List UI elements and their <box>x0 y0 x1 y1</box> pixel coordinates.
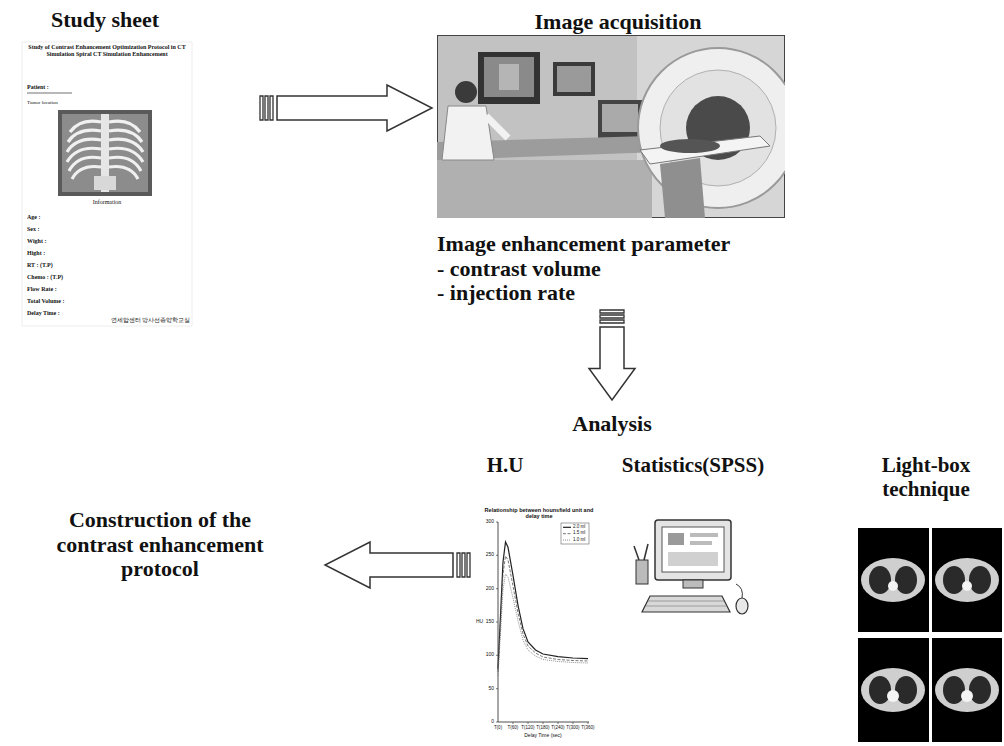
sheet-field: Delay Time : <box>27 310 127 317</box>
node-heading: H.U <box>475 454 535 478</box>
tick-label: 100 <box>472 652 494 658</box>
tick-label: T(300) <box>565 725 581 730</box>
sheet-field: RT : (T.P) <box>27 262 127 269</box>
tick-label: 50 <box>472 686 494 692</box>
arrow-stripe <box>265 96 268 120</box>
parameter-heading: Image enhancement parameter <box>437 232 804 257</box>
node-heading: Analysis <box>470 412 754 437</box>
legend-text: 2.0 ml <box>573 525 585 530</box>
tick-label: 150 <box>472 619 494 625</box>
legend-sample <box>563 533 571 534</box>
sheet-field: Hight : <box>27 250 127 257</box>
sheet-footer: 연세암센터 방사선종양학교실 <box>96 317 190 323</box>
hu-analysis: H.U <box>475 452 600 746</box>
protocol-result: Construction of the contrast enhancement… <box>20 500 325 600</box>
sheet-field: Total Volume : <box>27 298 127 305</box>
block-arrow <box>589 310 635 400</box>
tick-label: 0 <box>472 719 494 725</box>
sheet-field: Wight : <box>27 238 127 245</box>
arrow-stripe <box>457 553 460 577</box>
analysis-group: AnalysisH.U Statistics(SPSS) Light-box tec… <box>470 400 1004 746</box>
hu-chart <box>496 522 589 724</box>
parameter-item: - injection rate <box>437 281 804 306</box>
axis-title: Delay Time (sec) <box>498 733 588 739</box>
arrow-stripe <box>600 315 624 318</box>
tick-label: 250 <box>472 552 494 558</box>
axis-title: HU <box>476 619 485 625</box>
group-heading: Image acquisition <box>432 10 804 35</box>
statistics-analysis: Statistics(SPSS) <box>608 452 780 632</box>
sheet-field: Sex : <box>27 226 127 233</box>
legend-sample <box>563 540 571 541</box>
node-heading: Construction of the contrast enhancement… <box>40 508 280 582</box>
legend-text: 1.5 ml <box>573 531 585 536</box>
node-heading: Study sheet <box>10 8 200 33</box>
ct-slice-images <box>858 528 1002 742</box>
image-acquisition-group: Image acquisitionImage enhancement param… <box>432 4 806 310</box>
sheet-field: Tumor location <box>27 100 107 106</box>
computer-picture <box>634 520 748 614</box>
legend-text: 1.0 ml <box>573 538 585 543</box>
sheet-field: Age : <box>27 214 127 221</box>
node-heading: Light-box technique <box>851 454 1001 501</box>
tick-label: 200 <box>472 586 494 592</box>
rib-cage-picture <box>58 110 152 196</box>
tick-label: 300 <box>472 519 494 525</box>
arrow-stripe <box>467 553 470 577</box>
chart-title: Relationship between hounsfield unit and… <box>477 507 601 520</box>
block-arrow <box>260 85 432 131</box>
sheet-field: Patient : <box>27 84 87 91</box>
arrow-stripe <box>600 310 624 313</box>
arrow-stripe <box>462 553 465 577</box>
tick-label: T(240) <box>550 725 566 730</box>
study-sheet-page <box>22 42 192 326</box>
block-arrow-body <box>589 327 635 400</box>
block-arrow-body <box>277 85 432 131</box>
block-arrow-body <box>325 542 453 588</box>
ct-room-photo <box>437 35 785 218</box>
arrow-stripe <box>600 320 624 323</box>
tick-label: T(120) <box>520 725 536 730</box>
parameter-item: - contrast volume <box>437 257 804 282</box>
legend-sample <box>563 527 571 528</box>
arrow-stripe <box>270 96 273 120</box>
sheet-section: Information <box>60 199 154 206</box>
sheet-field: Chemo : (T.P) <box>27 274 127 281</box>
block-arrow <box>325 542 470 588</box>
light-box-analysis: Light-box technique <box>848 452 1004 746</box>
sheet-title: Study of Contrast Enhancement Optimizati… <box>24 44 190 58</box>
arrow-stripe <box>260 96 263 120</box>
tick-label: T(360) <box>580 725 596 730</box>
node-heading: Statistics(SPSS) <box>608 454 778 478</box>
sheet-field: Flow Rate : <box>27 286 127 293</box>
tick-label: T(60) <box>505 725 521 730</box>
tick-label: T(0) <box>490 725 506 730</box>
tick-label: T(180) <box>535 725 551 730</box>
